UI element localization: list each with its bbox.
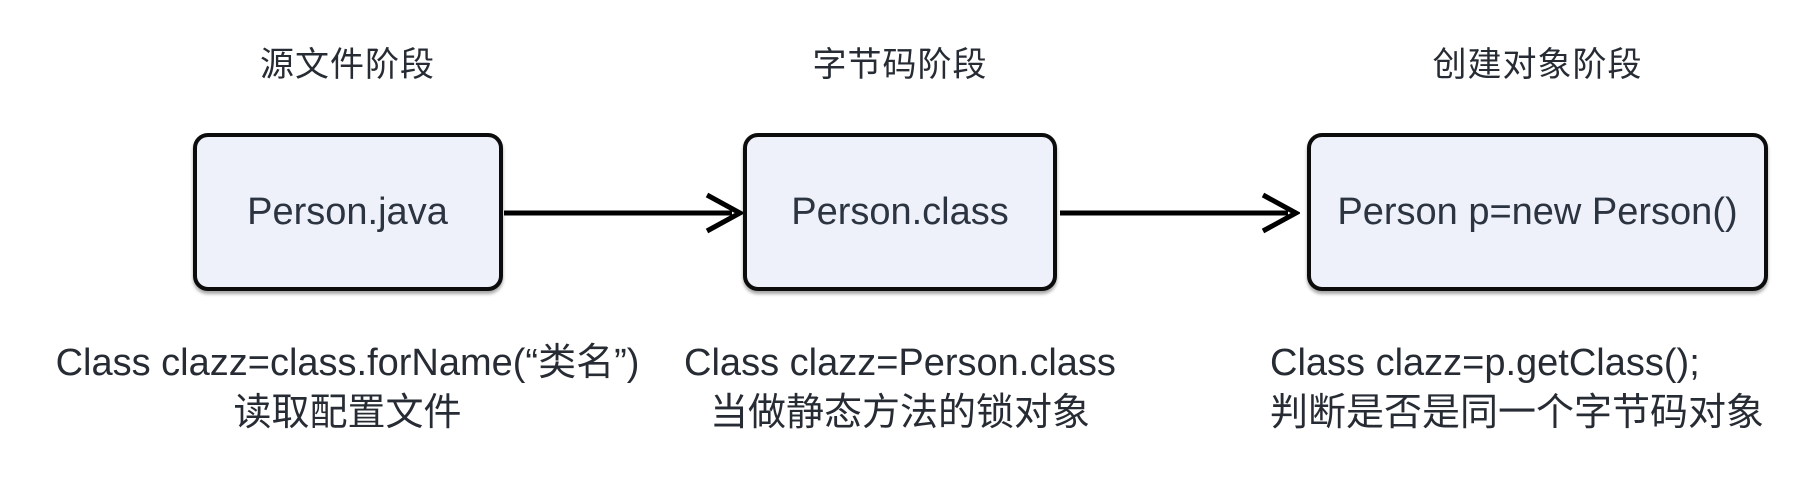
- stage-title: 创建对象阶段: [1432, 46, 1643, 84]
- stage-bytecode: 字节码阶段 Person.class Class clazz=Person.cl…: [680, 40, 1120, 438]
- stage-notes: Class clazz=p.getClass(); 判断是否是同一个字节码对象: [1270, 338, 1805, 438]
- note-line: 判断是否是同一个字节码对象: [1270, 392, 1765, 434]
- stage-notes: Class clazz=class.forName(“类名”) 读取配置文件: [20, 338, 675, 438]
- stage-box-label: Person p=new Person(): [1337, 190, 1738, 233]
- note-line: 当做静态方法的锁对象: [709, 392, 1090, 434]
- stage-notes: Class clazz=Person.class 当做静态方法的锁对象: [680, 338, 1120, 438]
- stage-title: 源文件阶段: [260, 46, 435, 84]
- stage-box-new-person: Person p=new Person(): [1307, 133, 1768, 291]
- stage-box-person-class: Person.class: [743, 133, 1057, 291]
- stage-title: 字节码阶段: [812, 46, 988, 84]
- arrow-right-icon: [1058, 188, 1300, 238]
- stage-box-label: Person.java: [247, 190, 448, 233]
- stage-box-person-java: Person.java: [192, 133, 503, 291]
- note-line: 读取配置文件: [233, 392, 462, 434]
- stage-box-label: Person.class: [791, 190, 1009, 233]
- note-line: Class clazz=p.getClass();: [1270, 342, 1700, 384]
- stage-source-file: 源文件阶段 Person.java Class clazz=class.forN…: [20, 40, 675, 438]
- note-line: Class clazz=Person.class: [684, 342, 1116, 384]
- note-line: Class clazz=class.forName(“类名”): [55, 342, 640, 384]
- arrow-right-icon: [502, 188, 744, 238]
- stage-create-object: 创建对象阶段 Person p=new Person() Class clazz…: [1270, 40, 1805, 438]
